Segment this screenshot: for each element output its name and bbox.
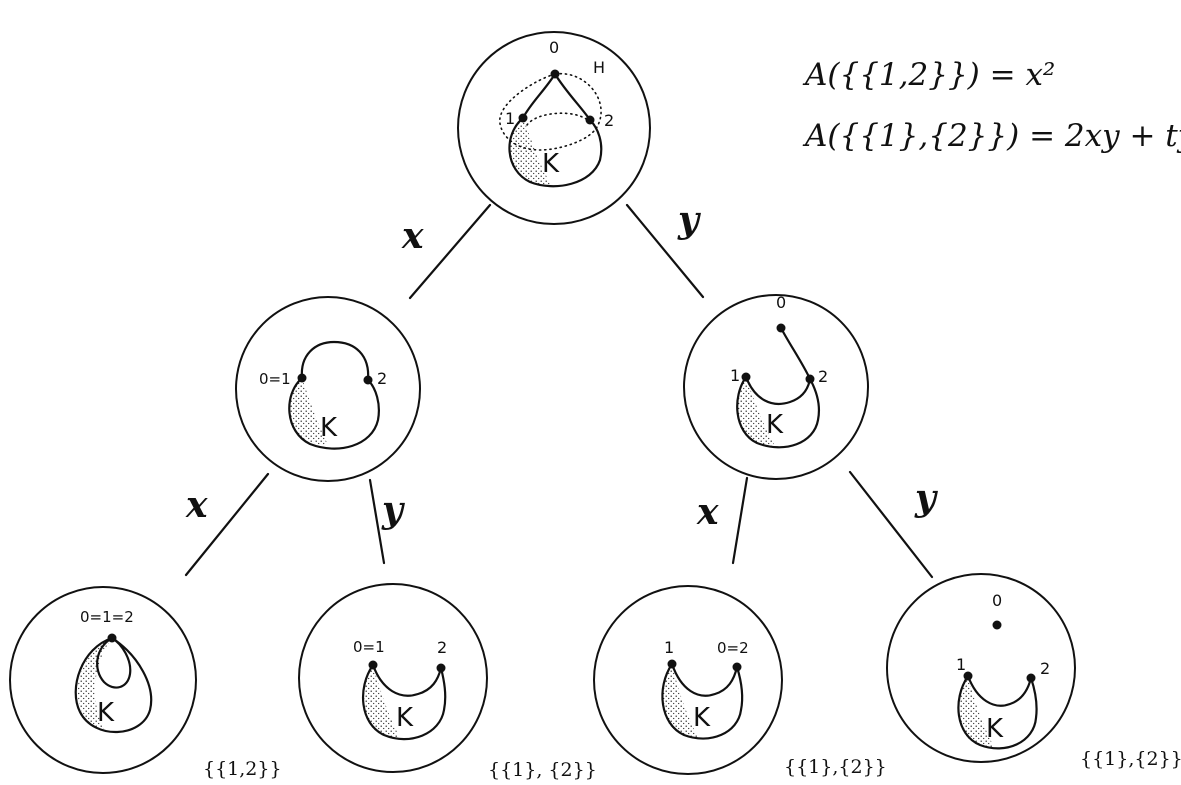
vertex-label-0-equals-1: 0=1 (259, 370, 291, 388)
vertex-label-1: 1 (505, 109, 515, 128)
node-leaf-2-circle (298, 583, 488, 773)
knot-k-shading (662, 664, 698, 737)
vertex-label-0: 0 (776, 293, 786, 312)
arc-1-to-2 (744, 375, 812, 405)
node-mid-right: 0 1 2 K (683, 293, 869, 480)
node-mid-left: 0=1 2 K (235, 296, 421, 482)
knot-k-outline (508, 116, 603, 188)
edge-mid-right-to-leaf4 (848, 470, 934, 579)
knot-label-k: K (986, 714, 1004, 744)
knot-k-outline (361, 663, 447, 741)
edge-root-to-mid-right (625, 203, 705, 299)
knot-label-k: K (396, 703, 414, 733)
edge-root-to-mid-left (408, 203, 492, 300)
knot-k-outline (957, 674, 1038, 750)
edge-label-root-left: x (401, 215, 424, 257)
vertex-1 (963, 671, 973, 681)
knot-k-outline (288, 376, 380, 450)
partition-label-leaf-4: {{1},{2}} (1080, 748, 1181, 770)
inner-loop (96, 636, 132, 689)
arc-01-to-2 (371, 663, 443, 697)
knot-k-outline (736, 375, 820, 449)
vertex-2 (585, 115, 595, 125)
vertex-01 (368, 660, 378, 670)
vertex-0 (550, 69, 560, 79)
partition-label-leaf-3: {{1},{2}} (784, 756, 887, 778)
partition-label-leaf-1: {{1,2}} (203, 758, 282, 780)
edge-mid-right-to-leaf3 (731, 476, 749, 565)
node-leaf-2: 0=1 2 K (298, 583, 488, 773)
vertex-2 (805, 374, 815, 384)
knot-label-k: K (693, 703, 711, 733)
node-root-circle (457, 31, 651, 225)
vertex-label-0: 0 (992, 591, 1002, 610)
node-leaf-4-circle (886, 573, 1076, 763)
vertex-label-2: 2 (604, 111, 614, 130)
vertex-label-h: H (593, 58, 605, 77)
vertex-label-2: 2 (437, 638, 447, 657)
edge-label-root-right: y (677, 199, 701, 241)
edge-mid-left-to-leaf2 (368, 478, 386, 565)
edge-label-left-left: x (185, 484, 208, 526)
knot-k-shading (737, 377, 775, 446)
vertex-1 (667, 659, 677, 669)
arc-0-to-2 (779, 326, 812, 381)
vertex-label-0-equals-1-equals-2: 0=1=2 (80, 608, 134, 626)
formula-two-blocks: A({{1},{2}}) = 2xy + ty² (802, 118, 1181, 154)
vertex-0 (992, 620, 1002, 630)
loop-0-1-to-2 (300, 340, 370, 382)
knot-k-shading (362, 665, 400, 738)
vertex-label-1: 1 (730, 366, 740, 385)
knot-k-shading (290, 378, 328, 445)
node-root: 0 H 1 2 K (457, 31, 651, 225)
vertex-label-2: 2 (1040, 659, 1050, 678)
edge-label-right-left: x (696, 491, 719, 533)
vertex-1 (518, 113, 528, 123)
vertex-label-1: 1 (664, 638, 674, 657)
edge-label-right-right: y (914, 477, 938, 519)
knot-label-k: K (766, 410, 784, 440)
dotted-arc-h (499, 72, 602, 151)
vertex-label-2: 2 (818, 367, 828, 386)
vertex-label-1: 1 (956, 655, 966, 674)
vertex-label-2: 2 (377, 369, 387, 388)
vertex-label-0-equals-1: 0=1 (353, 638, 385, 656)
knot-k-outline (661, 662, 744, 740)
vertex-02 (732, 662, 742, 672)
arc-1-to-2 (966, 674, 1033, 707)
vertex-012 (107, 633, 117, 643)
edge-mid-left-to-leaf1 (184, 472, 270, 577)
node-leaf-3-circle (593, 585, 783, 775)
knot-k-shading (77, 638, 112, 730)
vertex-2 (363, 375, 373, 385)
knot-label-k: K (542, 149, 560, 179)
formula-one-block: A({{1,2}}) = x² (802, 57, 1055, 93)
vertex-1 (741, 372, 751, 382)
knot-label-k: K (320, 413, 338, 443)
vertex-2 (436, 663, 446, 673)
tree-edges (184, 203, 934, 579)
knot-k-shading (957, 676, 994, 747)
vertex-label-0: 0 (549, 38, 559, 57)
dotted-inner-arc (526, 112, 591, 126)
node-mid-left-circle (235, 296, 421, 482)
node-leaf-1: 0=1=2 K (9, 586, 197, 774)
node-leaf-3: 1 0=2 K (593, 585, 783, 775)
vertex-2 (1026, 673, 1036, 683)
partition-label-leaf-2: {{1}, {2}} (488, 759, 597, 781)
arc-1-to-02 (670, 662, 739, 697)
knot-label-k: K (97, 698, 115, 728)
vertex-0 (776, 323, 786, 333)
vertex-label-0-equals-2: 0=2 (717, 639, 749, 657)
knot-k-outline (74, 636, 153, 734)
node-leaf-4: 0 1 2 K (886, 573, 1076, 763)
node-mid-right-circle (683, 294, 869, 480)
knot-k-shading (509, 118, 552, 185)
edge-label-left-right: y (381, 489, 405, 531)
vertex-01 (297, 373, 307, 383)
